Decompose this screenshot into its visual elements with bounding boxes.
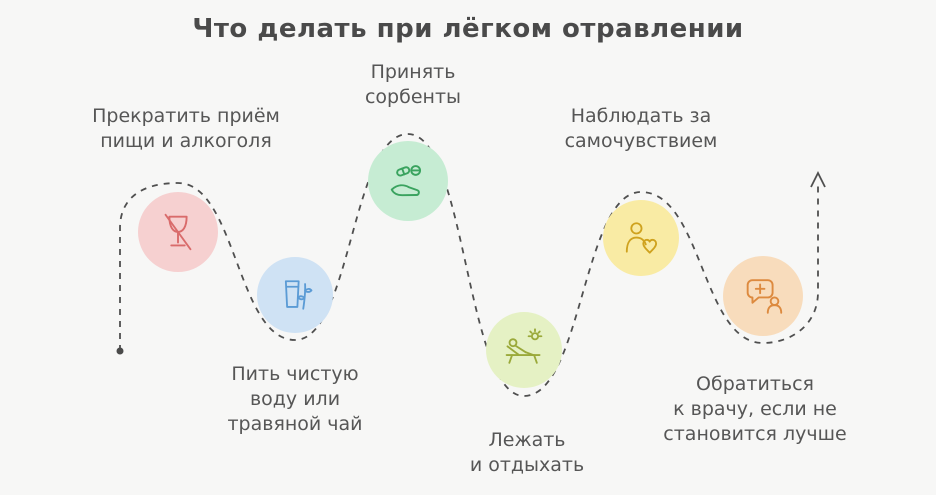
step-label-drink-water-tea: Пить чистую воду или травяной чай — [227, 363, 363, 436]
doctor-chat-icon — [746, 279, 783, 314]
step-circle-rest — [486, 312, 562, 388]
step-label-take-sorbents: Принять сорбенты — [364, 61, 462, 109]
page-title: Что делать при лёгком отравлении — [192, 14, 744, 44]
sorbents-hand-pills-icon — [390, 165, 422, 197]
water-glass-icon — [284, 280, 313, 310]
step-circle-take-sorbents — [368, 141, 448, 221]
path-end-arrow — [810, 170, 826, 188]
step-circle-monitor-wellbeing — [603, 200, 679, 276]
step-label-monitor-wellbeing: Наблюдать за самочувствием — [564, 105, 718, 153]
step-label-rest: Лежать и отдыхать — [469, 429, 585, 477]
step-circle-stop-food-alcohol — [138, 192, 218, 272]
step-label-see-doctor: Обратиться к врачу, если не становится л… — [663, 373, 847, 446]
path-start-dot — [116, 347, 124, 355]
observe-wellbeing-heart-icon — [625, 222, 658, 254]
rest-lounge-sun-icon — [505, 328, 543, 364]
no-alcohol-icon — [164, 213, 192, 251]
dashed-route-line — [119, 133, 819, 397]
step-circle-drink-water-tea — [257, 257, 333, 333]
step-circle-see-doctor — [723, 256, 803, 336]
step-label-stop-food-alcohol: Прекратить приём пищи и алкоголя — [92, 105, 280, 153]
